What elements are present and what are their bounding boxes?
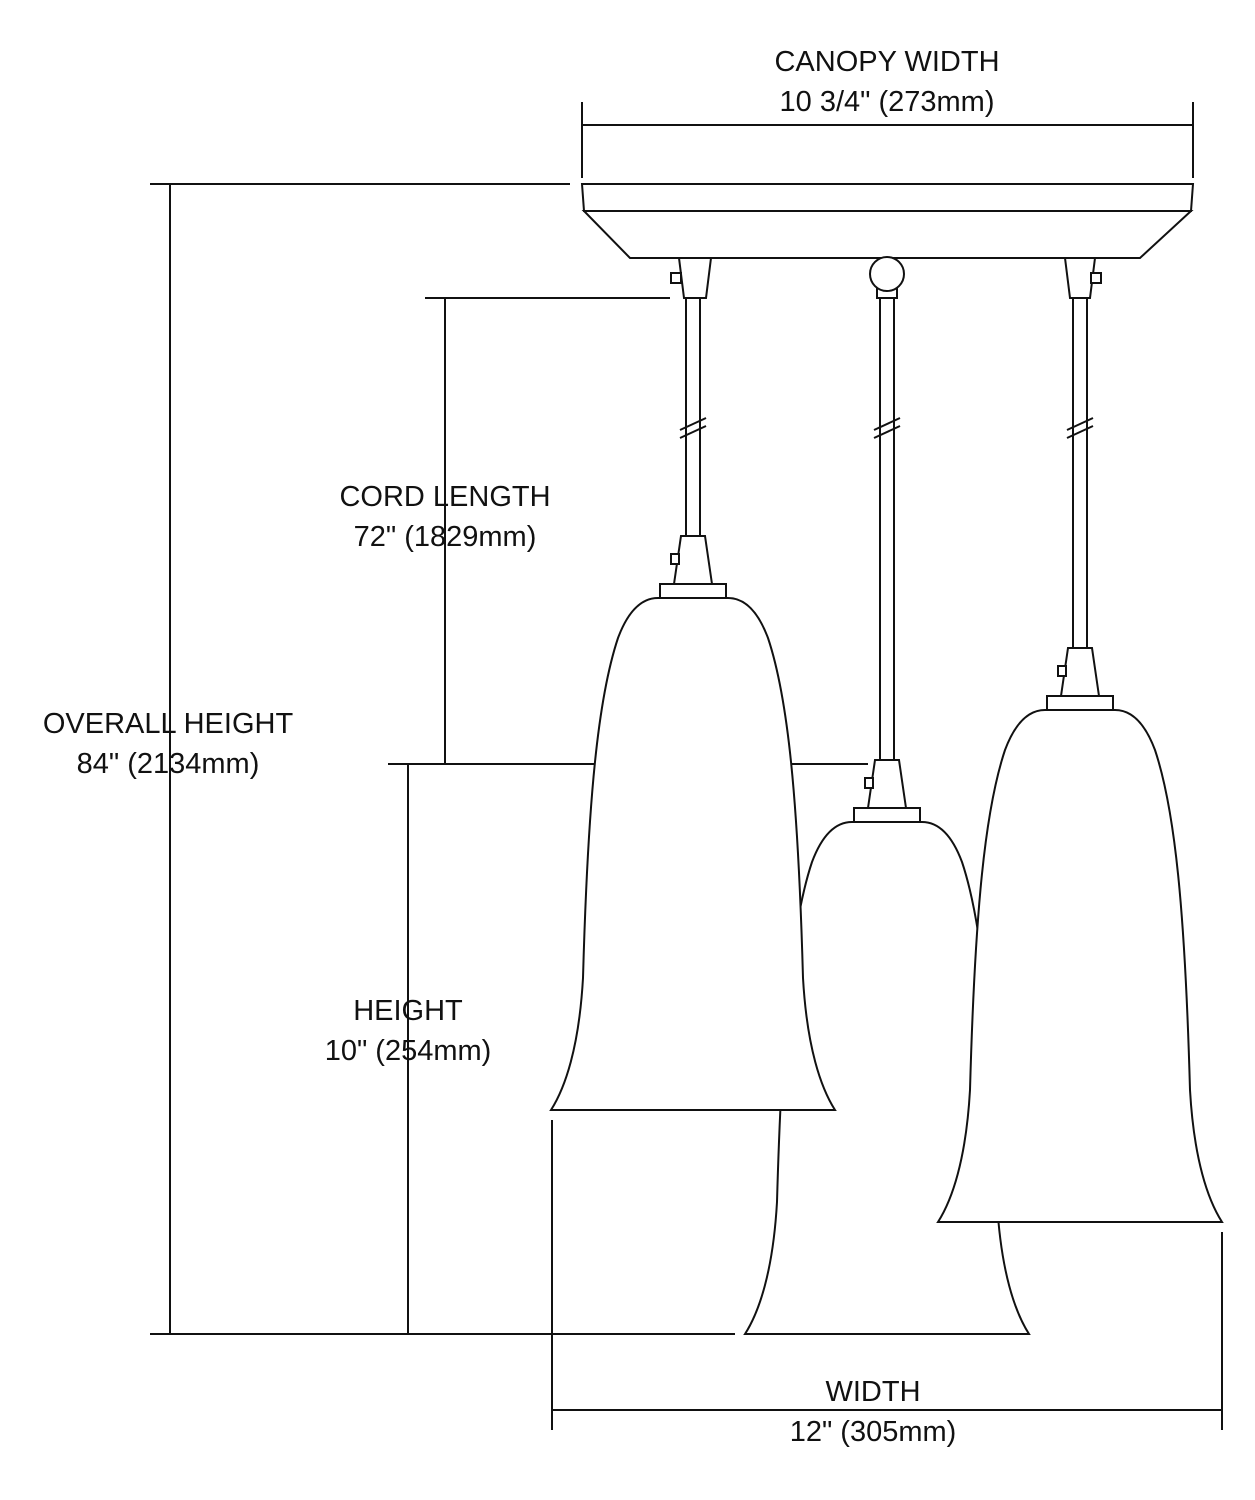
glass-shade (936, 709, 1224, 1223)
shade-cap (1046, 695, 1114, 711)
cord-length-value: 72" (1829mm) (353, 521, 537, 553)
shade-cap (853, 807, 921, 823)
canopy (580, 183, 1195, 299)
overall-height-dimension (150, 183, 735, 1335)
overall-height-label: OVERALL HEIGHT (42, 708, 294, 740)
socket-screw-icon (670, 553, 680, 565)
overall-height-value: 84" (2134mm) (76, 748, 260, 780)
canopy-width-label: CANOPY WIDTH (774, 46, 1000, 78)
cord-break-mark (1066, 417, 1094, 439)
height-value: 10" (254mm) (324, 1035, 492, 1067)
width-dimension (551, 1120, 1223, 1430)
width-label: WIDTH (825, 1376, 921, 1408)
shade-cap (659, 583, 727, 599)
cord-break-mark (679, 417, 707, 439)
glass-shade (549, 597, 837, 1111)
socket-screw-icon (864, 777, 874, 789)
cord-break-mark (873, 417, 901, 439)
pendant-right (936, 298, 1224, 1223)
socket-screw-icon (1057, 665, 1067, 677)
pendant-left (549, 298, 837, 1111)
width-value: 12" (305mm) (789, 1416, 957, 1448)
height-label: HEIGHT (353, 995, 463, 1027)
canopy-width-value: 10 3/4" (273mm) (779, 86, 995, 118)
canopy-width-dimension (581, 102, 1194, 178)
cord-length-label: CORD LENGTH (339, 481, 551, 513)
pendants (549, 298, 1224, 1335)
